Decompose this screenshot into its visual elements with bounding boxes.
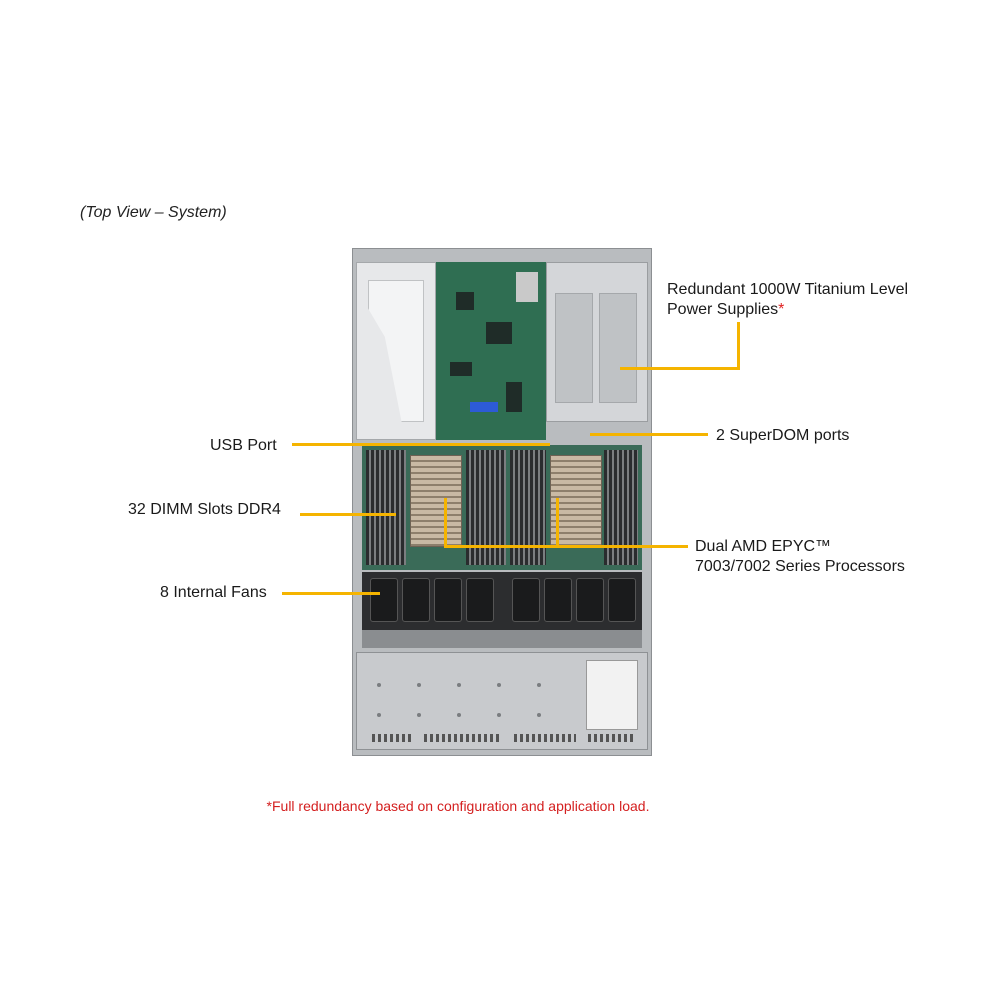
psu-asterisk: * [778,301,785,318]
vent-hole [537,683,541,687]
front-vent [514,734,576,742]
vent-hole [377,683,381,687]
vent-hole [537,713,541,717]
vent-hole [377,713,381,717]
superdom-leader-line [590,433,708,436]
cpu-label-line1: Dual AMD EPYC™ [695,538,832,555]
psu-label: Redundant 1000W Titanium Level Power Sup… [667,280,908,320]
fan-unit [466,578,494,622]
psu-label-line2: Power Supplies* [667,300,908,320]
psu-label-text: Power Supplies [667,301,779,318]
power-supply-bay [546,262,648,422]
front-vent [372,734,412,742]
chip [506,382,522,412]
fan-unit [608,578,636,622]
fan-unit [370,578,398,622]
vent-hole [457,713,461,717]
cpu-leader-line [444,545,688,548]
cpu-label: Dual AMD EPYC™ 7003/7002 Series Processo… [695,537,905,577]
dimm-label: 32 DIMM Slots DDR4 [128,501,281,518]
fan-unit [434,578,462,622]
usb-leader-line [292,443,550,446]
usb-label: USB Port [210,437,277,454]
figure-caption: (Top View – System) [80,204,227,221]
header-connector [470,402,498,412]
vent-hole [457,683,461,687]
fan-unit [544,578,572,622]
vent-hole [417,713,421,717]
power-supply-unit [555,293,593,403]
fan-unit [512,578,540,622]
front-vent [588,734,634,742]
fans-label: 8 Internal Fans [160,584,267,601]
superdom-label: 2 SuperDOM ports [716,427,850,444]
motherboard-rear-section [436,262,546,440]
fan-unit [576,578,604,622]
psu-leader-line [620,367,740,370]
dimm-leader-line [300,513,396,516]
power-supply-unit [599,293,637,403]
cpu-label-line2: 7003/7002 Series Processors [695,558,905,575]
service-label-sticker [586,660,638,730]
vent-hole [497,683,501,687]
cpu-heatsink [410,455,462,547]
cable-area [362,630,642,648]
chip [486,322,512,344]
cpu-leader-line [444,498,447,548]
front-vent [424,734,500,742]
rear-io-port [516,272,538,302]
vent-hole [497,713,501,717]
footnote: *Full redundancy based on configuration … [266,798,650,814]
dimm-bank [366,450,406,565]
vent-hole [417,683,421,687]
chip [456,292,474,310]
cpu-leader-line [556,498,559,548]
psu-label-line1: Redundant 1000W Titanium Level [667,281,909,298]
chip [450,362,472,376]
psu-leader-line [737,322,740,370]
fans-leader-line [282,592,380,595]
fan-unit [402,578,430,622]
